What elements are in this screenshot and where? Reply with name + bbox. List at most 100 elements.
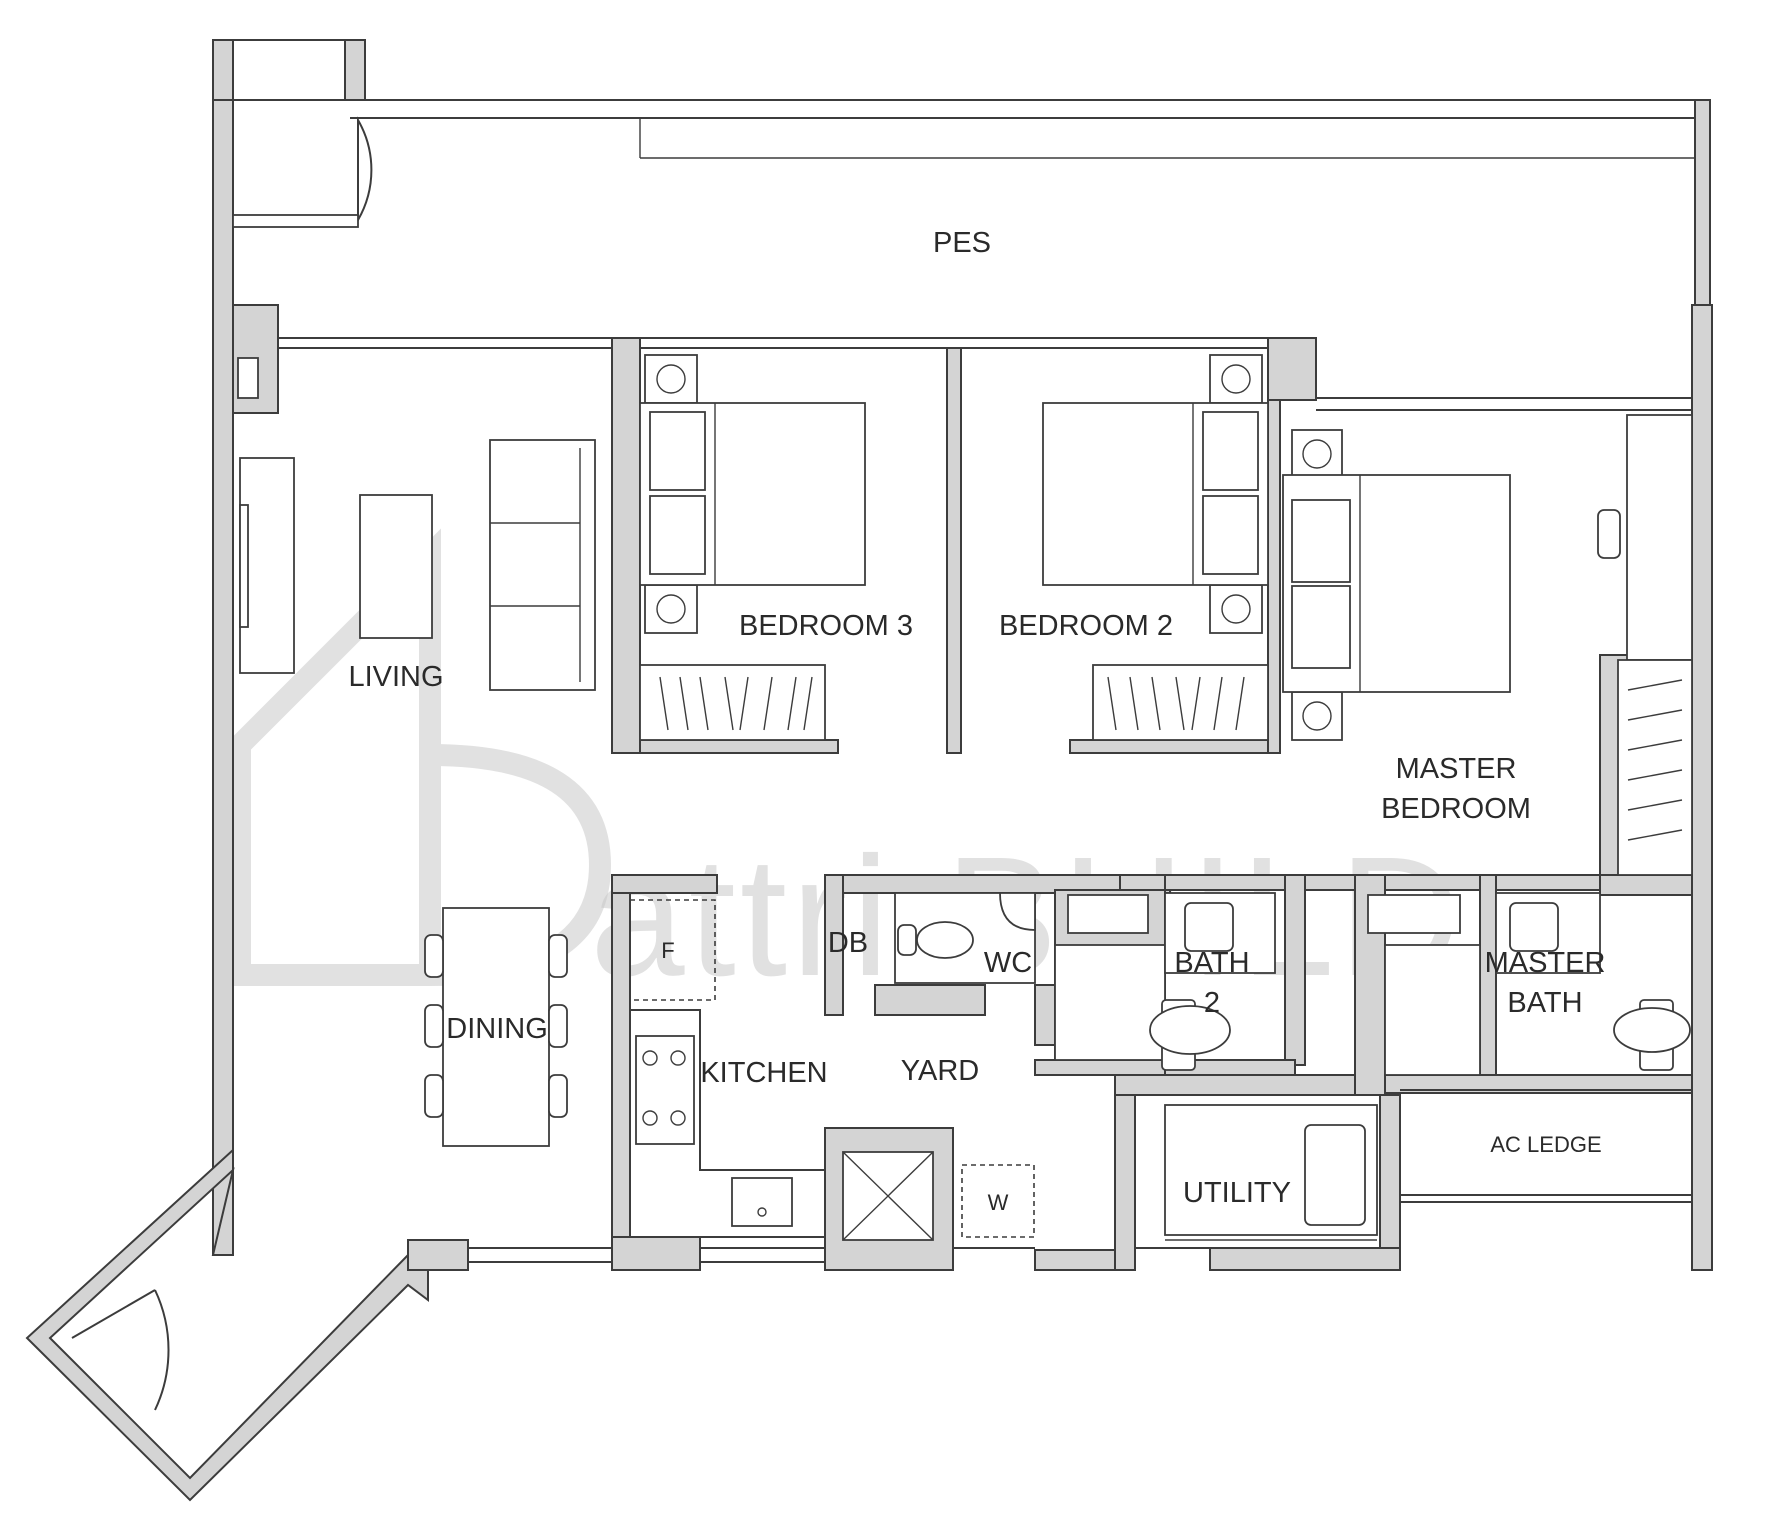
- wall: [1384, 874, 1481, 891]
- wall: [824, 874, 844, 1016]
- wall: [1694, 99, 1711, 306]
- wall: [1691, 304, 1713, 1271]
- kitchen-counter: [629, 1009, 826, 1238]
- dining-chair: [548, 1074, 568, 1118]
- desk-chair: [1597, 509, 1621, 559]
- wall: [1384, 1074, 1693, 1094]
- wall: [1267, 399, 1281, 754]
- pillow: [1291, 585, 1351, 669]
- side-table: [644, 354, 698, 404]
- wardrobe-hangers: [659, 676, 813, 731]
- wall: [1114, 1074, 1356, 1096]
- toilet: [916, 921, 974, 959]
- wall: [946, 347, 962, 754]
- basin: [1184, 902, 1234, 952]
- doors: [71, 116, 373, 1411]
- tv-console: [239, 457, 295, 674]
- room-label-kitchen: KITCHEN: [700, 1057, 827, 1089]
- basin: [1509, 902, 1559, 952]
- room-label-utility: UTILITY: [1183, 1177, 1291, 1209]
- bedroom3-furniture: [639, 354, 866, 741]
- bath-fixtures: [894, 892, 1691, 1241]
- room-label-dining: DINING: [446, 1013, 548, 1045]
- wall: [611, 1236, 701, 1271]
- coffee-table: [359, 494, 433, 639]
- toilet: [1613, 1007, 1691, 1053]
- dining-chair: [548, 1004, 568, 1048]
- toilet: [1149, 1005, 1231, 1055]
- room-label-db: DB: [828, 927, 868, 959]
- wall: [639, 739, 839, 754]
- wc-basin: [999, 892, 1036, 931]
- room-label-pes: PES: [933, 227, 991, 259]
- pillow: [1202, 495, 1259, 575]
- washer-outline: [961, 1164, 1035, 1238]
- wall: [874, 984, 986, 1016]
- wall: [344, 39, 366, 101]
- side-table: [1209, 354, 1263, 404]
- room-label-living: LIVING: [348, 661, 443, 693]
- living-furniture: [237, 357, 596, 691]
- wardrobe-hangers: [1107, 676, 1245, 731]
- burner: [642, 1050, 658, 1066]
- room-label-bedroom2: BEDROOM 2: [999, 610, 1173, 642]
- room-label-ac-ledge: AC LEDGE: [1490, 1132, 1601, 1157]
- wardrobe: [1617, 659, 1693, 876]
- pillow: [649, 411, 706, 491]
- lamp-icon: [1302, 439, 1332, 469]
- dining-chair: [424, 934, 444, 978]
- wall: [1267, 337, 1317, 401]
- fridge-outline: [629, 899, 716, 1001]
- burner: [670, 1050, 686, 1066]
- wall: [1599, 874, 1693, 896]
- dining-chair: [424, 1004, 444, 1048]
- wall: [1034, 1059, 1166, 1076]
- entry-door-swing: [357, 116, 373, 224]
- wall: [25, 1147, 429, 1502]
- wall: [1164, 874, 1286, 891]
- pillow: [1291, 499, 1351, 583]
- lamp-icon: [1221, 364, 1251, 394]
- burner: [670, 1110, 686, 1126]
- washer-label: W: [988, 1190, 1009, 1215]
- door-leaf: [232, 214, 359, 228]
- wall: [1069, 739, 1269, 754]
- wall: [611, 337, 641, 754]
- shower-area: [1054, 944, 1166, 1061]
- side-table: [1291, 429, 1343, 479]
- room-label-master-bedroom-2: BEDROOM: [1381, 793, 1531, 825]
- vanity: [1067, 894, 1149, 934]
- wall: [1284, 874, 1306, 1066]
- wall: [1379, 1094, 1401, 1271]
- room-label-master-bath-1: MASTER: [1485, 947, 1606, 979]
- wall: [611, 874, 718, 894]
- wall: [1209, 1247, 1401, 1271]
- room-label-yard: YARD: [901, 1055, 979, 1087]
- dining-furniture: [424, 907, 568, 1147]
- dining-table: [442, 907, 550, 1147]
- toilet-tank: [897, 924, 917, 956]
- wall: [1034, 1249, 1126, 1271]
- hob: [635, 1035, 695, 1145]
- lamp-icon: [1302, 701, 1332, 731]
- lamp-icon: [1221, 594, 1251, 624]
- sofa: [489, 439, 596, 691]
- room-label-master-bedroom-1: MASTER: [1396, 753, 1517, 785]
- dining-chair: [548, 934, 568, 978]
- sink: [731, 1177, 793, 1227]
- bedroom2-furniture: [1042, 354, 1269, 741]
- side-table: [1209, 584, 1263, 634]
- fridge-label: F: [661, 938, 674, 963]
- door-leaf: [71, 1289, 156, 1339]
- lamp-icon: [656, 594, 686, 624]
- room-labels: PES LIVING DINING BEDROOM 3 BEDROOM 2 MA…: [348, 227, 1605, 1215]
- sink-drain: [757, 1207, 767, 1217]
- desk: [1626, 414, 1693, 661]
- wardrobe-hangers: [1627, 679, 1683, 841]
- wall: [407, 1239, 469, 1271]
- door-swing: [154, 1289, 170, 1411]
- room-label-bath2-1: BATH: [1174, 947, 1249, 979]
- pillow: [649, 495, 706, 575]
- lamp-icon: [656, 364, 686, 394]
